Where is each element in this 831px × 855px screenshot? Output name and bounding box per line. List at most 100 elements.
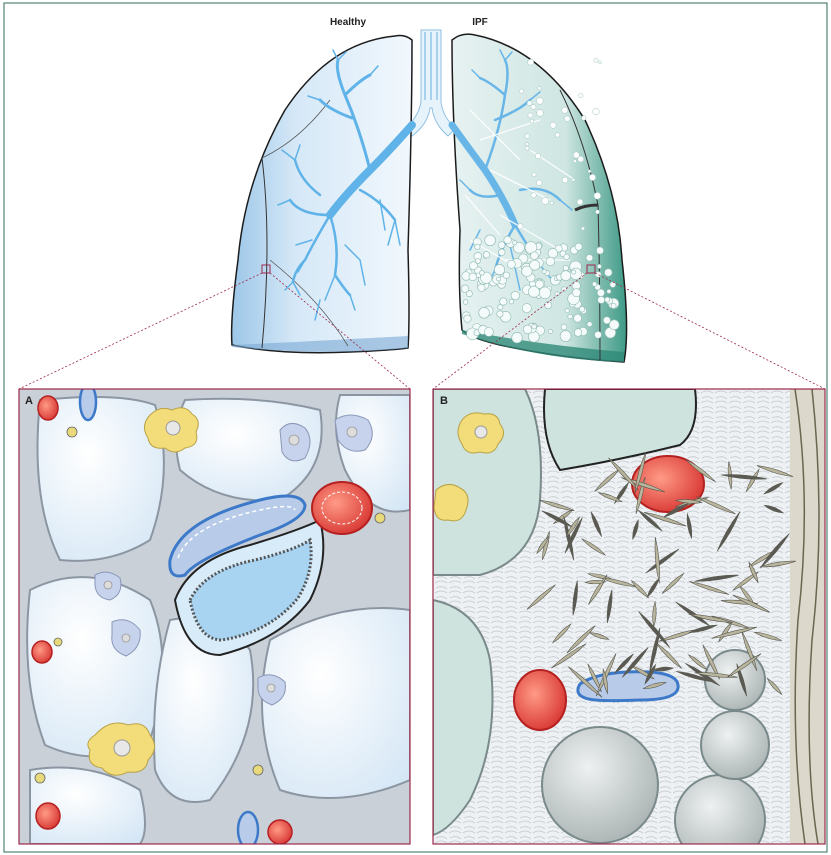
honeycomb-cyst-dot [610,282,616,288]
honeycomb-cyst-dot [530,119,534,123]
honeycomb-cyst-dot [570,268,581,279]
honeycomb-cyst-dot [594,58,598,62]
honeycomb-cyst-dot [546,257,555,266]
honeycomb-cyst-dot [542,197,549,204]
honeycomb-cyst-dot [609,320,619,330]
honeycomb-cyst-dot [550,201,553,204]
honeycomb-cyst-dot [577,199,583,205]
honeycomb-cyst-dot [532,324,537,329]
honeycomb-cyst [705,650,765,710]
honeycomb-cyst-dot [485,235,496,246]
honeycomb-cyst-dot [548,248,558,258]
blood-vessel [514,670,566,730]
honeycomb-cyst-dot [564,254,570,260]
macrophage [144,408,198,452]
honeycomb-cyst-dot [574,314,582,322]
panel-a-label: A [25,395,33,407]
honeycomb-cyst-dot [523,325,532,334]
zoom-lines [19,273,825,389]
honeycomb-cyst-dot [478,284,485,291]
honeycomb-cyst-dot [572,178,575,181]
honeycomb-cyst-dot [598,296,605,303]
honeycomb-cyst-dot [562,177,568,183]
honeycomb-cyst-dot [607,289,611,293]
honeycomb-cyst-dot [530,260,540,270]
honeycomb-cyst-dot [498,305,503,310]
honeycomb-cyst-dot [562,287,567,292]
honeycomb-cyst-dot [470,262,478,270]
honeycomb-cyst-dot [582,116,587,121]
honeycomb-cyst-dot [480,270,485,275]
honeycomb-cyst [675,775,765,855]
honeycomb-cyst-dot [555,133,560,138]
honeycomb-cyst-dot [499,249,506,256]
honeycomb-cyst-dot [595,331,602,338]
honeycomb-cyst-dot [588,170,591,173]
honeycomb-cyst-dot [579,93,583,97]
honeycomb-cyst-dot [498,242,505,249]
honeycomb-cyst-dot [504,236,512,244]
honeycomb-cyst-dot [563,265,568,270]
honeycomb-cyst-dot [596,247,603,254]
panel-b-ipf-tissue [433,389,830,855]
honeycomb-cyst-dot [531,104,536,109]
honeycomb-cyst-dot [611,303,616,308]
panel-a-healthy-alveoli [19,384,410,848]
honeycomb-cyst-dot [528,59,534,65]
honeycomb-cyst-dot [565,309,569,313]
honeycomb-cyst-dot [598,61,601,64]
honeycomb-cyst-dot [573,152,579,158]
honeycomb-cyst-dot [562,107,568,113]
honeycomb-cyst-dot [469,273,477,281]
honeycomb-cyst-dot [525,134,530,139]
honeycomb-cyst-dot [589,174,595,180]
honeycomb-cyst-dot [550,122,556,128]
honeycomb-cyst-dot [531,193,536,198]
honeycomb-cyst-dot [573,160,576,163]
honeycomb-cyst-dot [596,210,600,214]
honeycomb-cyst-dot [536,98,543,105]
honeycomb-cyst-dot [522,304,531,313]
honeycomb-cyst-dot [464,315,471,322]
honeycomb-cyst-dot [574,329,582,337]
honeycomb-cyst-dot [539,287,551,299]
honeycomb-cyst-dot [518,224,523,229]
honeycomb-cyst-dot [597,289,604,296]
honeycomb-cyst [542,727,658,843]
honeycomb-cyst-dot [572,270,576,274]
honeycomb-cyst-dot [503,272,510,279]
ipf-lung [452,34,627,362]
title-healthy: Healthy [330,17,367,28]
honeycomb-cyst-dot [463,300,468,305]
honeycomb-cyst-dot [526,143,529,146]
honeycomb-cyst-dot [605,269,613,277]
honeycomb-cyst-dot [548,329,552,333]
panel-b-label: B [440,395,448,407]
honeycomb-cyst-dot [561,271,571,281]
honeycomb-cyst-dot [512,241,516,245]
honeycomb-cyst-dot [542,269,546,273]
honeycomb-cyst-dot [568,314,573,319]
honeycomb-cyst [701,711,769,779]
honeycomb-cyst-dot [597,264,601,268]
honeycomb-cyst-dot [605,297,610,302]
honeycomb-cyst-dot [587,322,592,327]
honeycomb-cyst-dot [564,116,570,122]
honeycomb-cyst-dot [593,108,600,115]
honeycomb-cyst-dot [527,101,532,106]
honeycomb-cyst-dot [572,289,580,297]
honeycomb-cyst-dot [535,280,543,288]
honeycomb-cyst-dot [575,243,582,250]
honeycomb-cyst-dot [595,271,601,277]
honeycomb-cyst-dot [479,307,490,318]
honeycomb-cyst-dot [511,291,520,300]
honeycomb-cyst-dot [483,251,490,258]
blood-vessel [312,482,372,534]
honeycomb-cyst-dot [497,311,503,317]
title-ipf: IPF [472,17,488,28]
honeycomb-cyst-dot [461,285,469,293]
honeycomb-cyst-dot [586,254,593,261]
honeycomb-cyst-dot [531,252,539,260]
honeycomb-cyst-dot [532,173,536,177]
